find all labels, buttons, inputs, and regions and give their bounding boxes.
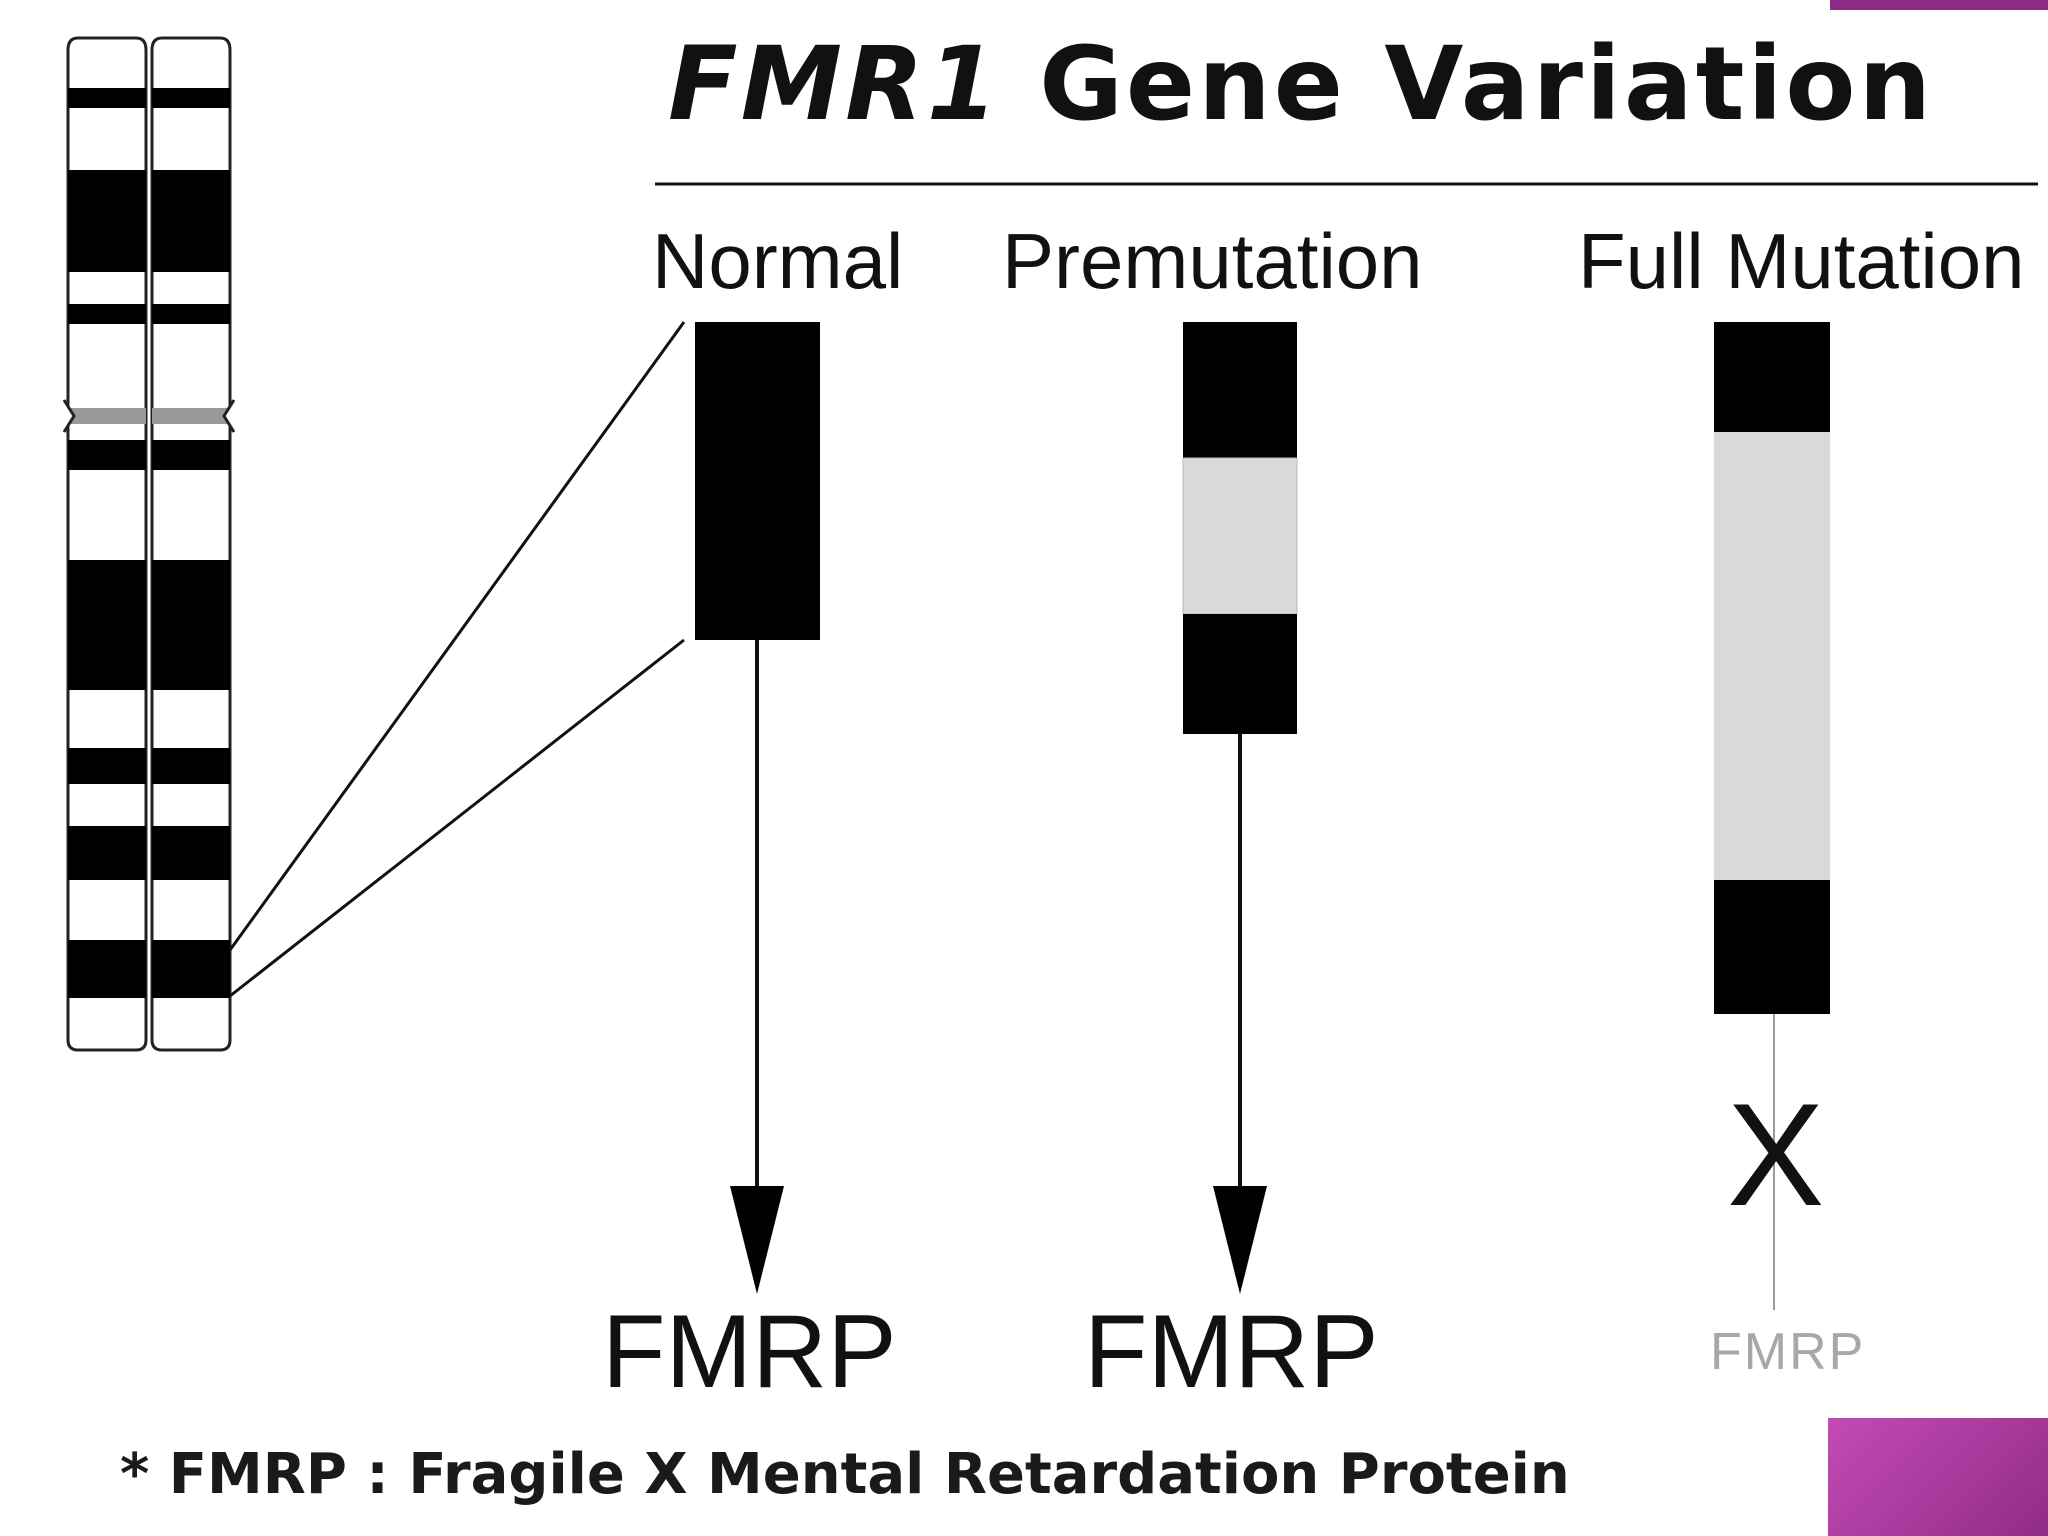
product-premutation: FMRP bbox=[1084, 1294, 1379, 1410]
full-mutation-gene-bottom bbox=[1714, 880, 1830, 1014]
label-premutation: Premutation bbox=[1002, 217, 1423, 305]
premutation-expansion bbox=[1182, 457, 1298, 615]
title-gene-symbol: FMR1 bbox=[668, 25, 1001, 144]
accent-block-bottom bbox=[1828, 1418, 2048, 1536]
full-mutation-gene-top bbox=[1714, 322, 1830, 432]
premutation-arrow-head bbox=[1213, 1186, 1267, 1294]
product-normal: FMRP bbox=[602, 1294, 897, 1410]
full-mutation-expansion bbox=[1714, 432, 1830, 880]
normal-gene-block bbox=[695, 322, 820, 640]
zoom-line-bottom bbox=[229, 638, 685, 998]
product-full-mutation: FMRP bbox=[1710, 1323, 1866, 1381]
zoom-line-top bbox=[228, 321, 686, 951]
footnote: * FMRP : Fragile X Mental Retardation Pr… bbox=[120, 1442, 1570, 1507]
slide-title: FMR1 Gene Variation bbox=[668, 34, 1934, 136]
label-normal: Normal bbox=[652, 217, 904, 305]
accent-bar-top bbox=[1830, 0, 2048, 10]
label-full-mutation: Full Mutation bbox=[1578, 217, 2025, 305]
normal-arrow-head bbox=[730, 1186, 784, 1294]
premutation-gene-top bbox=[1183, 322, 1297, 458]
x-chromosome-ideogram bbox=[62, 36, 236, 1052]
premutation-gene-bottom bbox=[1183, 614, 1297, 734]
blocked-x-mark: X bbox=[1727, 1073, 1825, 1236]
title-text: Gene Variation bbox=[1000, 25, 1935, 144]
